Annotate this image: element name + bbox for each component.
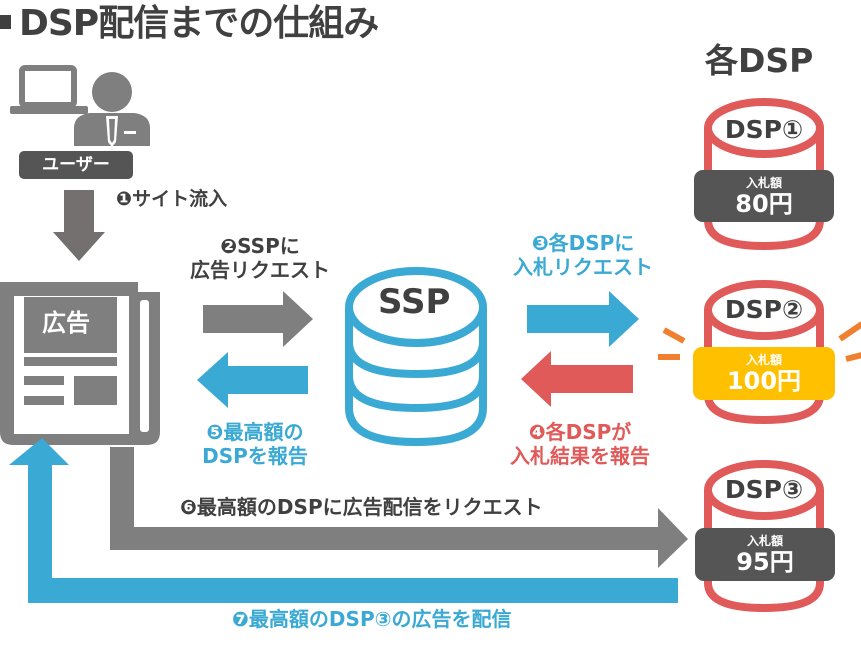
step3-line1: ❸各DSPに xyxy=(531,231,635,255)
user-label: ユーザー xyxy=(19,151,133,179)
dsp2-bid-label: 入札額 xyxy=(745,353,782,367)
step4-line1: ❹各DSPが xyxy=(528,420,632,444)
ssp-label: SSP xyxy=(378,282,451,322)
dsp2-name: DSP② xyxy=(724,295,804,324)
title-bullet xyxy=(0,15,11,29)
step7-label: ❼最高額のDSP③の広告を配信 xyxy=(232,607,512,631)
step5-line2: DSPを報告 xyxy=(202,444,308,469)
step6-label: ❻最高額のDSPに広告配信をリクエスト xyxy=(180,495,543,519)
dsp1-bid-label: 入札額 xyxy=(745,176,782,190)
dsp2-bid-value: 100円 xyxy=(726,367,802,395)
person-icon xyxy=(74,72,150,147)
dsp1-cylinder-icon xyxy=(704,98,824,251)
dsp2-cylinder-icon xyxy=(704,280,824,425)
dsp1-name: DSP① xyxy=(724,115,804,144)
dsp2-bid-box: 入札額 100円 xyxy=(693,347,835,400)
page-title: DSP配信までの仕組み xyxy=(0,0,379,46)
arrow-bid-result xyxy=(521,351,633,407)
ssp-database-icon xyxy=(345,267,487,447)
step2-line2: 広告リクエスト xyxy=(190,258,330,283)
dsp3-bid-box: 入札額 95円 xyxy=(695,528,835,581)
dsp3-bid-label: 入札額 xyxy=(746,534,783,548)
step3-line2: 入札リクエスト xyxy=(513,255,653,280)
dsp1-bid-box: 入札額 80円 xyxy=(694,170,834,222)
step4-label: ❹各DSPが 入札結果を報告 xyxy=(485,420,675,469)
arrow-ad-request xyxy=(203,291,313,347)
laptop-icon xyxy=(10,65,88,114)
arrow-bid-request xyxy=(527,291,639,347)
dsp3-bid-value: 95円 xyxy=(736,548,794,576)
step2-label: ❷SSPに 広告リクエスト xyxy=(170,234,350,283)
step5-line1: ❺最高額の xyxy=(206,420,304,444)
step1-label: ❶サイト流入 xyxy=(116,188,228,210)
dsp1-bid-value: 80円 xyxy=(735,190,793,218)
arrow-delivery-request xyxy=(110,447,688,568)
dsp3-name: DSP③ xyxy=(724,475,804,504)
step5-label: ❺最高額の DSPを報告 xyxy=(180,420,330,469)
dsp3-cylinder-icon xyxy=(704,460,824,613)
step4-line2: 入札結果を報告 xyxy=(510,444,650,469)
ad-label: 広告 xyxy=(42,309,90,337)
arrow-site-visit xyxy=(53,190,105,261)
newspaper-icon xyxy=(0,282,160,445)
dsp-section-heading: 各DSP xyxy=(705,41,814,80)
highlight-burst-icon xyxy=(658,321,861,362)
step3-label: ❸各DSPに 入札リクエスト xyxy=(488,231,678,280)
arrow-ad-delivery xyxy=(9,438,678,603)
arrow-report-highest xyxy=(197,352,308,408)
step2-line1: ❷SSPに xyxy=(220,234,300,258)
